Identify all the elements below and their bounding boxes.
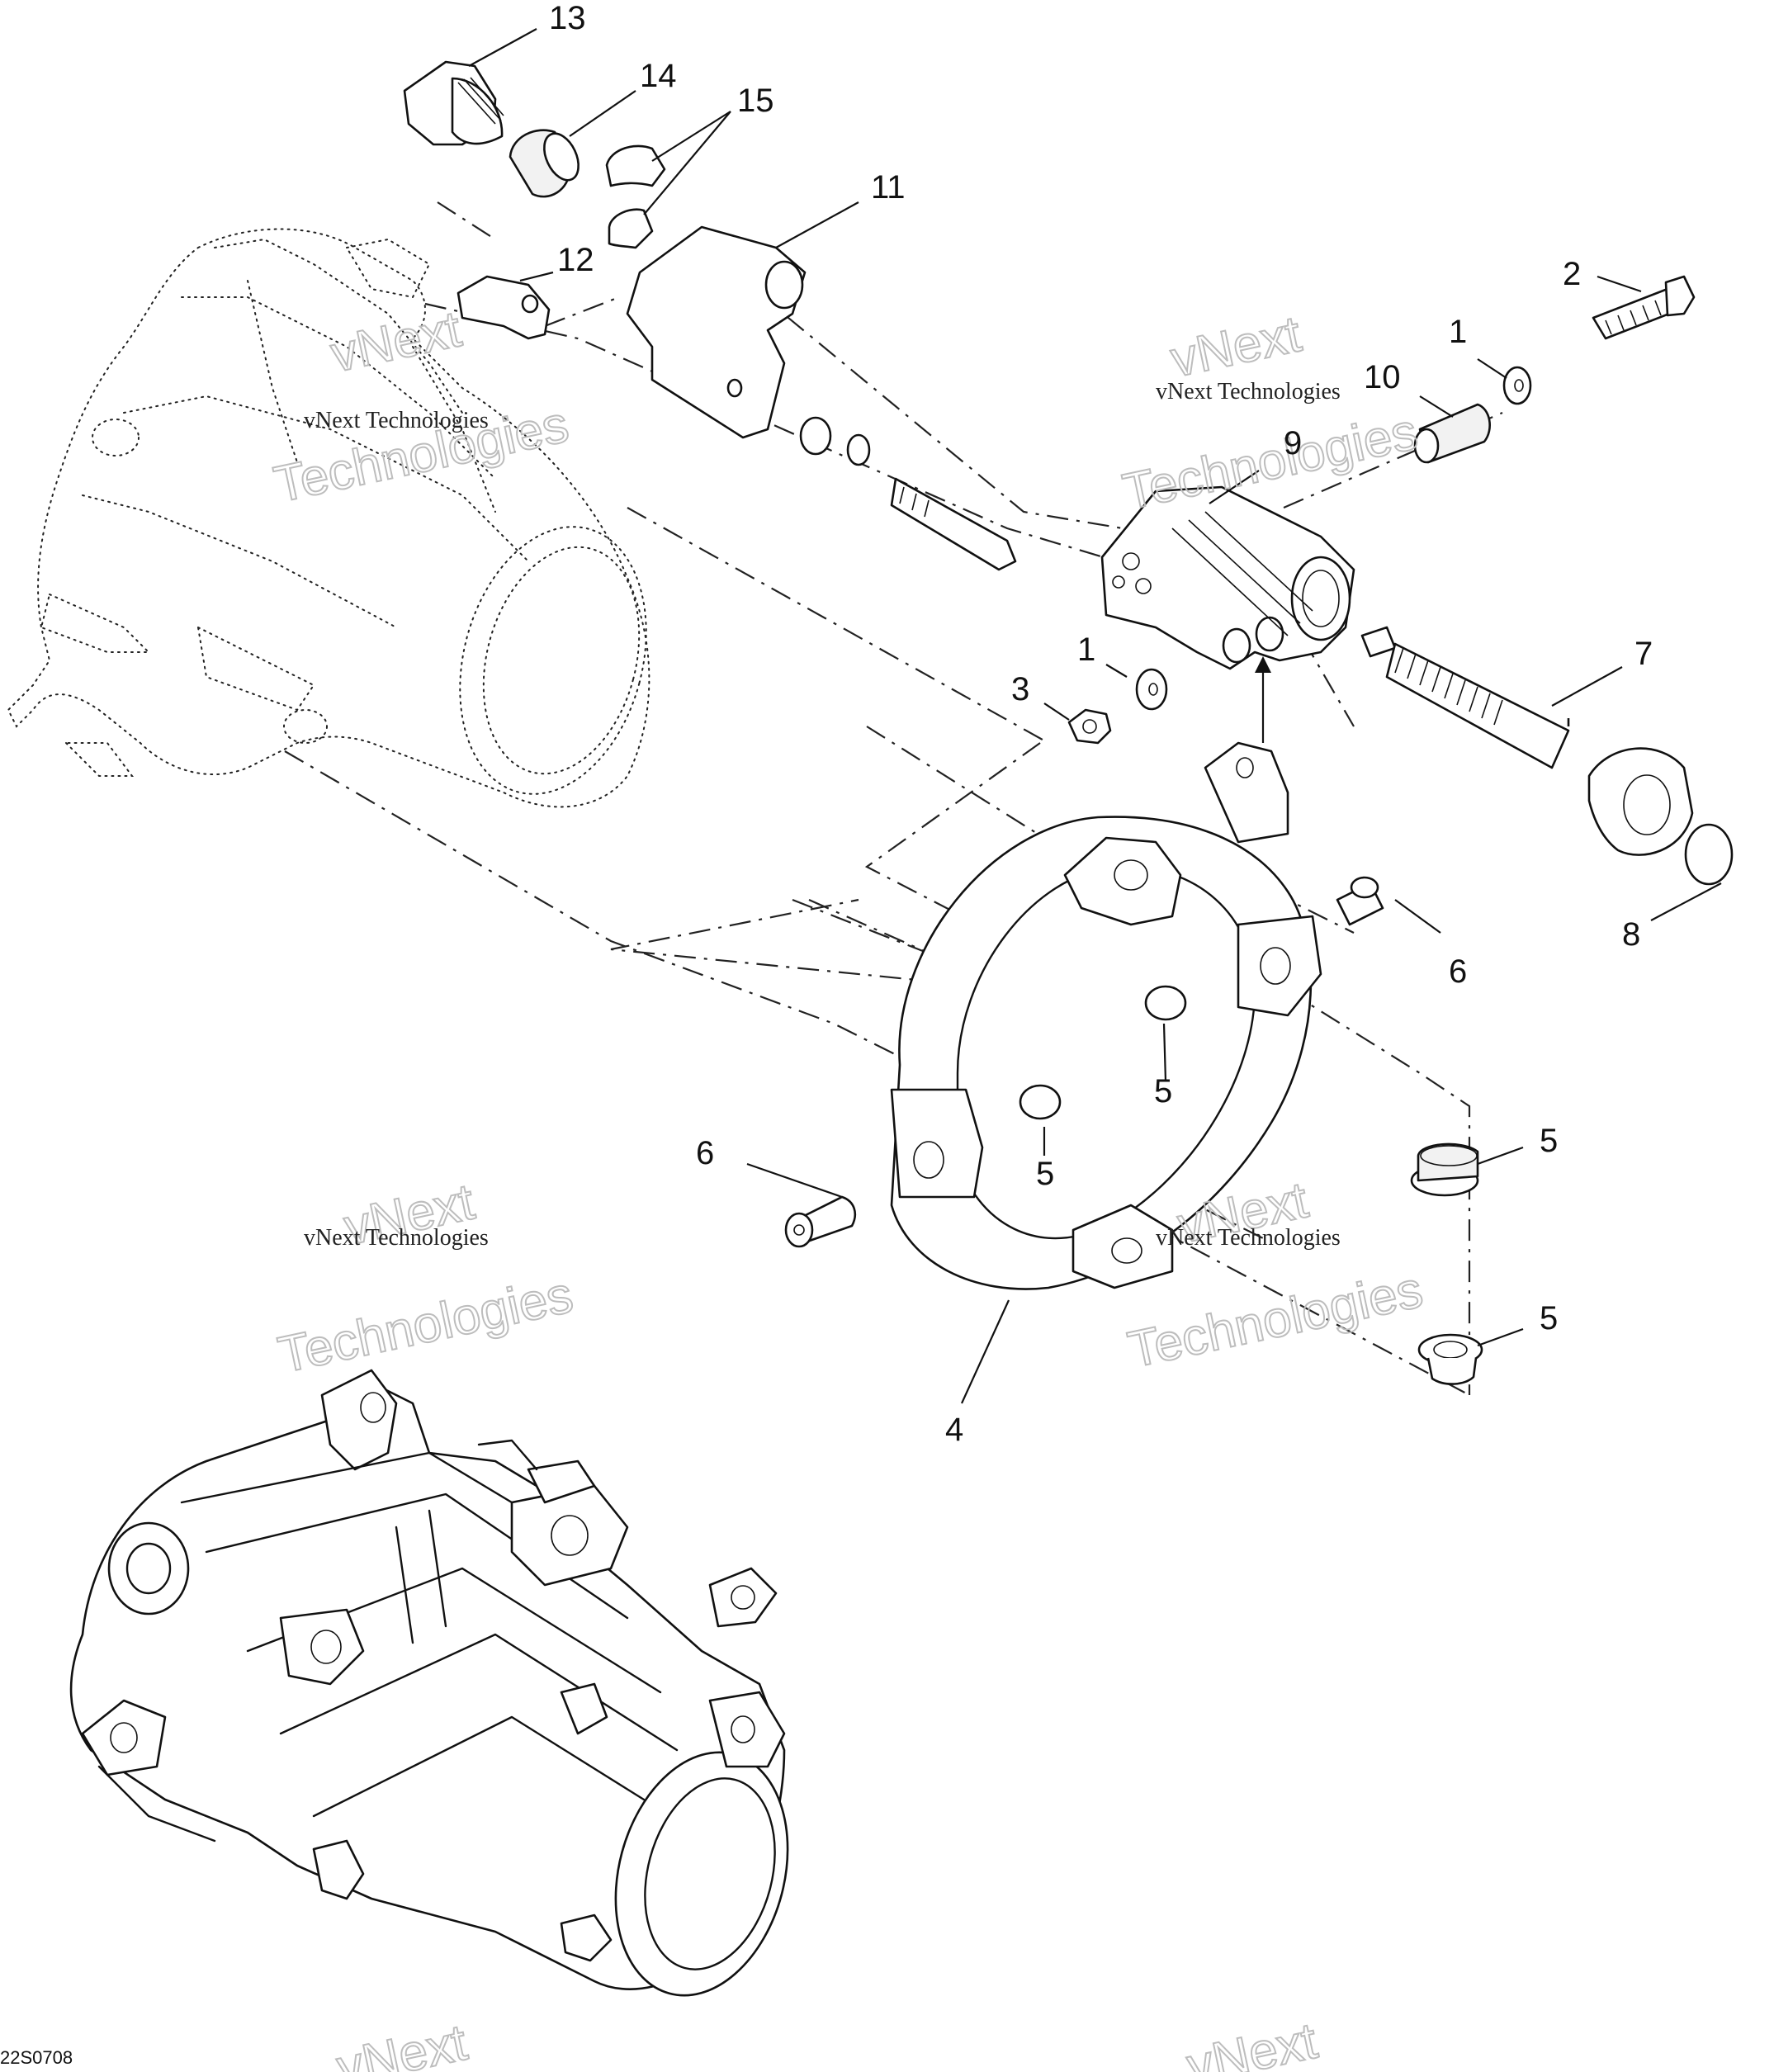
screw-assembly xyxy=(799,416,1017,571)
callout-2: 2 xyxy=(1563,256,1581,292)
svg-text:vNext: vNext xyxy=(332,2014,471,2072)
callout-6-left: 6 xyxy=(696,1135,714,1171)
callout-1-upper: 1 xyxy=(1449,314,1467,350)
callout-5-right-lower: 5 xyxy=(1540,1300,1558,1336)
part-9-bracket xyxy=(1100,485,1355,670)
part-7-adjust-screw xyxy=(1360,626,1734,886)
part-5-bushing-lower xyxy=(1417,1333,1483,1385)
part-12-bracket xyxy=(457,275,551,340)
callout-1-lower: 1 xyxy=(1077,632,1095,668)
callout-3: 3 xyxy=(1011,671,1029,707)
svg-text:vNext: vNext xyxy=(1182,2013,1322,2072)
callout-6-right: 6 xyxy=(1449,953,1467,990)
watermark-mid-left: vNext Technologies xyxy=(272,1172,578,1384)
callout-9: 9 xyxy=(1284,425,1302,461)
part-14-bushing xyxy=(509,129,580,198)
part-4-ring xyxy=(890,741,1322,1290)
callout-14: 14 xyxy=(640,58,677,94)
watermark-label-top-right: vNext Technologies xyxy=(1156,379,1341,404)
callout-7: 7 xyxy=(1634,636,1653,672)
part-1-washer-upper xyxy=(1502,366,1532,405)
callout-13: 13 xyxy=(549,0,586,36)
callout-8: 8 xyxy=(1622,916,1640,953)
part-13-plug xyxy=(403,60,504,146)
leader-lines xyxy=(468,28,1722,1404)
callout-11: 11 xyxy=(871,169,906,206)
part-1-washer-lower xyxy=(1135,668,1168,711)
part-15-half-bushings xyxy=(605,144,666,249)
assembly-arrow xyxy=(1255,656,1271,743)
part-11-cover xyxy=(626,225,807,439)
watermark-label-mid-left: vNext Technologies xyxy=(304,1225,489,1251)
callout-12: 12 xyxy=(557,242,594,278)
part-3-nut xyxy=(1067,708,1112,745)
watermark-bottom: vNext vNext xyxy=(331,2012,1322,2072)
svg-text:vNext: vNext xyxy=(1166,305,1305,388)
assembled-pump-illustration xyxy=(69,1369,789,1997)
pump-housing-phantom xyxy=(7,228,650,808)
callout-numbers: 13 14 15 11 12 2 1 10 9 1 3 7 8 6 6 5 5 … xyxy=(549,0,1653,1448)
drawing-code: 22S0708 xyxy=(0,2047,73,2068)
part-5-bushing-upper xyxy=(1410,1142,1479,1197)
svg-text:Technologies: Technologies xyxy=(1119,403,1422,521)
part-10-spacer xyxy=(1413,403,1491,464)
svg-text:Technologies: Technologies xyxy=(273,1266,577,1384)
callout-15: 15 xyxy=(737,83,774,119)
watermark-label-mid-right: vNext Technologies xyxy=(1156,1225,1341,1251)
callout-5-right-upper: 5 xyxy=(1540,1123,1558,1159)
part-2-bolt xyxy=(1592,275,1696,340)
callout-5-ring-upper: 5 xyxy=(1154,1073,1172,1109)
callout-10: 10 xyxy=(1364,359,1401,395)
part-6-screw-right xyxy=(1336,876,1384,926)
callout-5-ring-lower: 5 xyxy=(1036,1156,1054,1192)
callout-4: 4 xyxy=(945,1412,963,1448)
svg-text:vNext: vNext xyxy=(326,300,466,383)
watermark-label-top-left: vNext Technologies xyxy=(304,408,489,433)
part-6-screw-left xyxy=(784,1195,856,1248)
svg-text:Technologies: Technologies xyxy=(1124,1261,1427,1379)
